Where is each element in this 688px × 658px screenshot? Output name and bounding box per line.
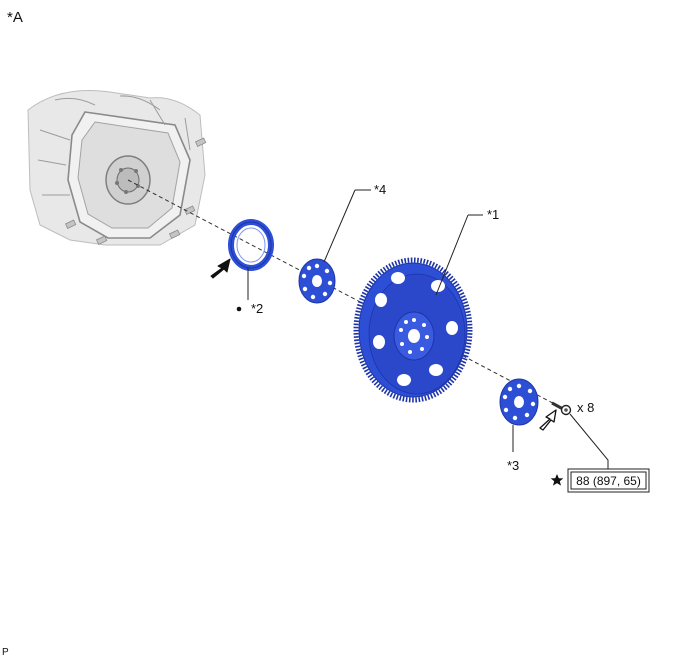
solid-arrow-icon xyxy=(210,258,231,279)
outline-arrow-icon xyxy=(539,409,557,431)
torque-box-inner xyxy=(570,471,647,490)
view-label: *A xyxy=(7,9,23,26)
torque-value: 88 (897, 65) xyxy=(576,474,641,488)
ring-spacer-part xyxy=(228,219,274,271)
callout-2: *2 xyxy=(251,301,263,316)
footer-code: P xyxy=(2,647,9,658)
callout-1: *1 xyxy=(487,207,499,222)
rear-spacer-plate xyxy=(499,378,539,426)
drive-plate-ring-gear xyxy=(353,257,473,403)
bolt xyxy=(551,401,572,416)
leader-lines xyxy=(247,189,609,470)
front-spacer-plate xyxy=(298,258,336,304)
star-icon xyxy=(550,474,564,486)
callout-3: *3 xyxy=(507,458,519,473)
bullet-dot-icon xyxy=(236,306,242,312)
callout-4: *4 xyxy=(374,182,386,197)
center-axis-line xyxy=(127,179,567,411)
engine-block xyxy=(27,89,207,246)
bolt-quantity: x 8 xyxy=(577,400,594,415)
